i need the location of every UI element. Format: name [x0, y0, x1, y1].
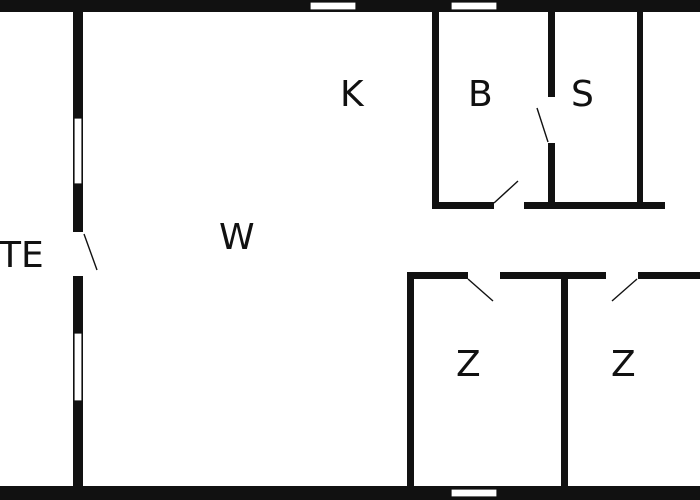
door-opening-bedroom-2 [606, 271, 638, 280]
window-top-right [450, 1, 498, 11]
door-swing-bedroom-2 [611, 278, 638, 302]
room-label-terrace: TE [0, 235, 44, 276]
door-swing-bathroom [493, 180, 519, 204]
window-terrace-lower [73, 332, 83, 402]
room-label-bathroom: B [468, 74, 493, 115]
wall-bottom [0, 486, 700, 500]
room-label-storage: S [571, 74, 594, 115]
wall-storage-right [637, 12, 643, 208]
room-label-kitchen: K [340, 74, 365, 115]
door-opening-terrace [72, 232, 84, 276]
window-terrace-upper [73, 117, 83, 185]
window-top-left [309, 1, 357, 11]
door-swing-terrace [83, 233, 98, 271]
door-swing-storage [536, 107, 549, 143]
wall-bathroom-left [432, 12, 439, 208]
door-opening-storage [547, 97, 556, 143]
door-opening-bathroom [494, 201, 524, 210]
door-swing-bedroom-1 [467, 278, 494, 302]
wall-bathroom-bottom [432, 202, 665, 209]
room-label-bedroom-2: Z [611, 344, 636, 385]
wall-bedroom-divider [561, 272, 568, 492]
window-bottom [450, 488, 498, 498]
wall-bedroom-left [407, 272, 414, 492]
wall-bedroom-top [407, 272, 700, 279]
room-label-bedroom-1: Z [456, 344, 481, 385]
door-opening-bedroom-1 [468, 271, 500, 280]
room-label-living: W [219, 217, 255, 258]
